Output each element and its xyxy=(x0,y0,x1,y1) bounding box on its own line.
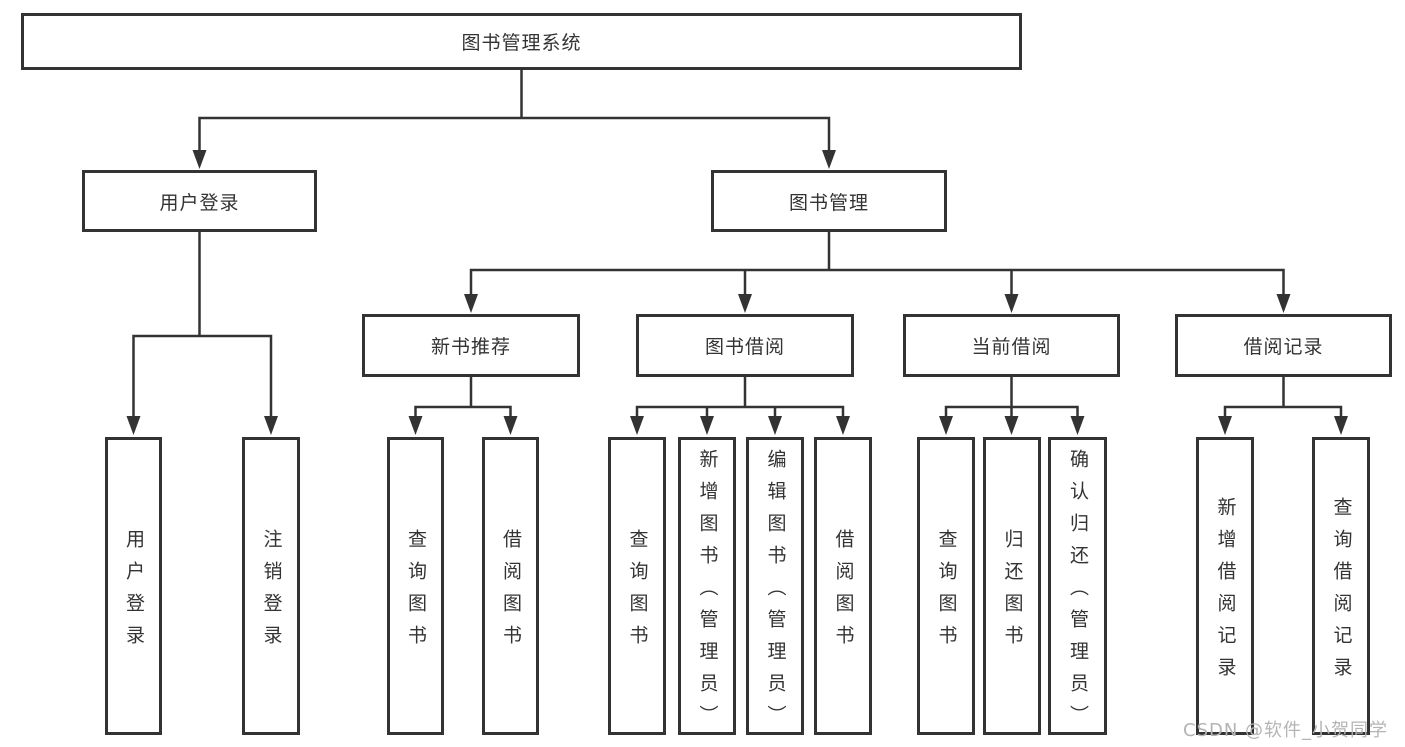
leaf-recommend-query-books-label: 查询图书 xyxy=(405,528,427,657)
node-book-borrow: 图书借阅 xyxy=(636,314,854,377)
leaf-logout-label: 注销登录 xyxy=(260,528,283,657)
node-user-login-label: 用户登录 xyxy=(159,191,240,214)
leaf-current-return-books: 归还图书 xyxy=(983,437,1041,735)
leaf-current-confirm-return-admin: 确认归还（管理员） xyxy=(1048,437,1107,737)
node-root-label: 图书管理系统 xyxy=(461,32,582,54)
leaf-borrow-edit-books-admin-label: 编辑图书（管理员） xyxy=(764,448,787,737)
leaf-records-query-record: 查询借阅记录 xyxy=(1312,437,1370,735)
leaf-recommend-borrow-books-label: 借阅图书 xyxy=(500,528,522,657)
node-book-management: 图书管理 xyxy=(711,170,947,232)
node-new-book-recommend: 新书推荐 xyxy=(362,314,580,377)
leaf-borrow-add-books-admin: 新增图书（管理员） xyxy=(678,437,736,737)
leaf-records-query-record-label: 查询借阅记录 xyxy=(1330,496,1353,689)
node-root: 图书管理系统 xyxy=(21,13,1022,70)
leaf-borrow-borrow-books: 借阅图书 xyxy=(814,437,872,735)
node-borrow-records-label: 借阅记录 xyxy=(1243,336,1324,358)
node-new-book-recommend-label: 新书推荐 xyxy=(430,336,511,358)
node-current-borrow-label: 当前借阅 xyxy=(971,336,1052,358)
node-book-borrow-label: 图书借阅 xyxy=(704,336,785,358)
leaf-user-login-label: 用户登录 xyxy=(123,528,145,657)
leaf-borrow-add-books-admin-label: 新增图书（管理员） xyxy=(696,448,719,737)
leaf-records-add-record-label: 新增借阅记录 xyxy=(1214,496,1237,689)
leaf-borrow-edit-books-admin: 编辑图书（管理员） xyxy=(746,437,804,737)
leaf-borrow-borrow-books-label: 借阅图书 xyxy=(832,528,855,657)
leaf-recommend-borrow-books: 借阅图书 xyxy=(482,437,539,735)
leaf-current-query-books-label: 查询图书 xyxy=(935,528,958,657)
node-borrow-records: 借阅记录 xyxy=(1175,314,1392,377)
leaf-recommend-query-books: 查询图书 xyxy=(387,437,444,735)
node-current-borrow: 当前借阅 xyxy=(903,314,1120,377)
leaf-current-query-books: 查询图书 xyxy=(917,437,975,735)
leaf-user-login: 用户登录 xyxy=(105,437,162,735)
watermark: CSDN @软件_小贺同学 xyxy=(1183,720,1389,741)
node-user-login: 用户登录 xyxy=(82,170,317,232)
leaf-borrow-query-books-label: 查询图书 xyxy=(626,528,649,657)
leaf-current-return-books-label: 归还图书 xyxy=(1001,528,1024,657)
leaf-borrow-query-books: 查询图书 xyxy=(608,437,666,735)
leaf-current-confirm-return-admin-label: 确认归还（管理员） xyxy=(1067,448,1089,737)
leaf-records-add-record: 新增借阅记录 xyxy=(1196,437,1254,735)
node-book-management-label: 图书管理 xyxy=(788,191,869,214)
leaf-logout: 注销登录 xyxy=(242,437,300,735)
